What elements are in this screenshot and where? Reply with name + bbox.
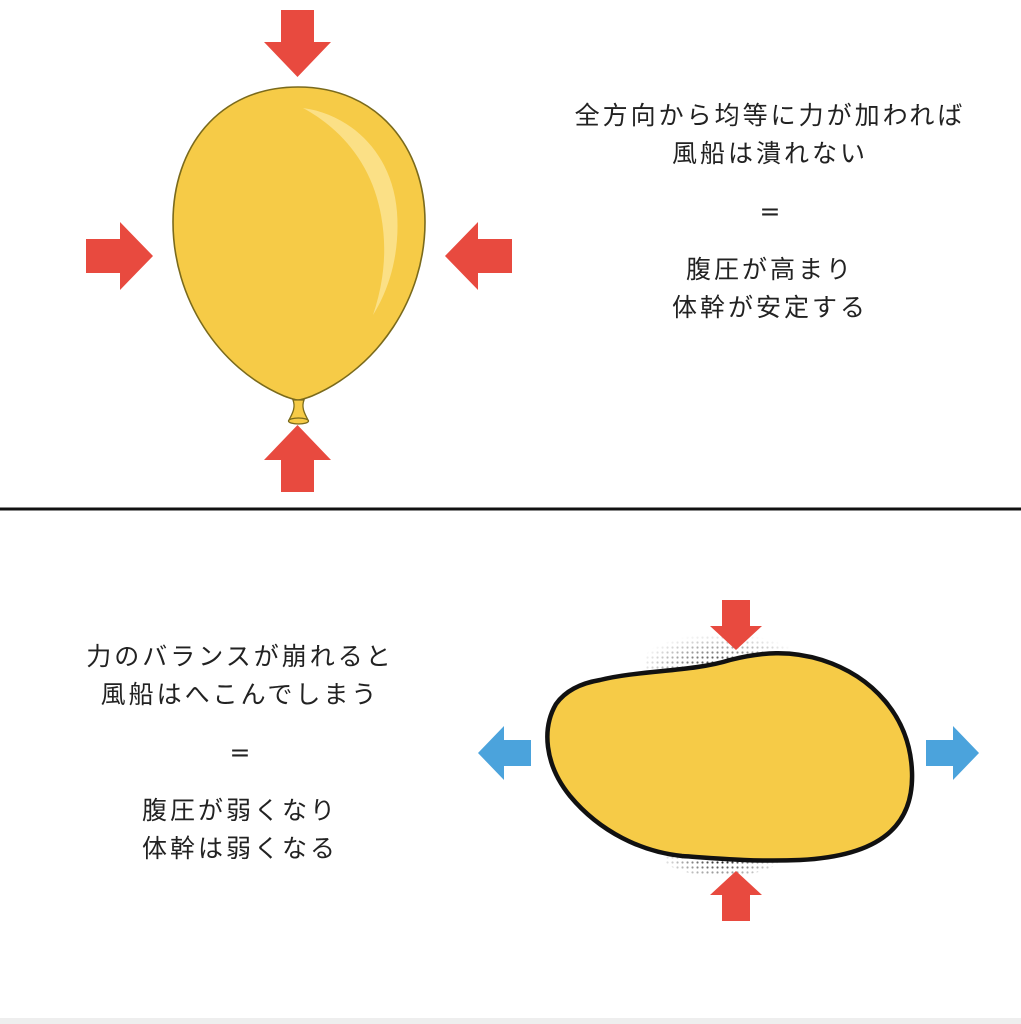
balloon-highlight (303, 108, 398, 315)
bottom-equals-sign: = (229, 738, 251, 767)
red-arrow-icon (710, 871, 762, 921)
balloon-knot (287, 399, 310, 421)
squashed-balloon-icon (545, 651, 915, 863)
top-balloon-group (172, 86, 426, 425)
top-line-2: 風船は潰れない (671, 139, 868, 168)
top-result-line-1: 腹圧が高まり (685, 255, 854, 284)
top-equals-sign: = (759, 197, 781, 226)
red-arrow-icon (86, 222, 153, 290)
bottom-result-line-2: 体幹は弱くなる (141, 834, 338, 863)
bottom-result-line-1: 腹圧が弱くなり (141, 796, 338, 825)
bottom-line-1: 力のバランスが崩れると (86, 642, 394, 671)
red-arrow-icon (264, 10, 331, 77)
blue-arrow-icon (478, 726, 531, 780)
top-explanation: 全方向から均等に力が加われば 風船は潰れない = 腹圧が高まり 体幹が安定する (545, 97, 995, 327)
bottom-explanation: 力のバランスが崩れると 風船はへこんでしまう = 腹圧が弱くなり 体幹は弱くなる (30, 638, 450, 868)
red-arrow-icon (710, 600, 762, 650)
balloon-neck (287, 417, 310, 425)
top-line-1: 全方向から均等に力が加われば (574, 101, 966, 130)
bottom-edge-strip (0, 1018, 1021, 1024)
blue-arrow-icon (926, 726, 979, 780)
red-arrow-icon (264, 425, 331, 492)
bottom-line-2: 風船はへこんでしまう (100, 680, 380, 709)
red-arrow-icon (445, 222, 512, 290)
top-result-line-2: 体幹が安定する (671, 293, 868, 322)
